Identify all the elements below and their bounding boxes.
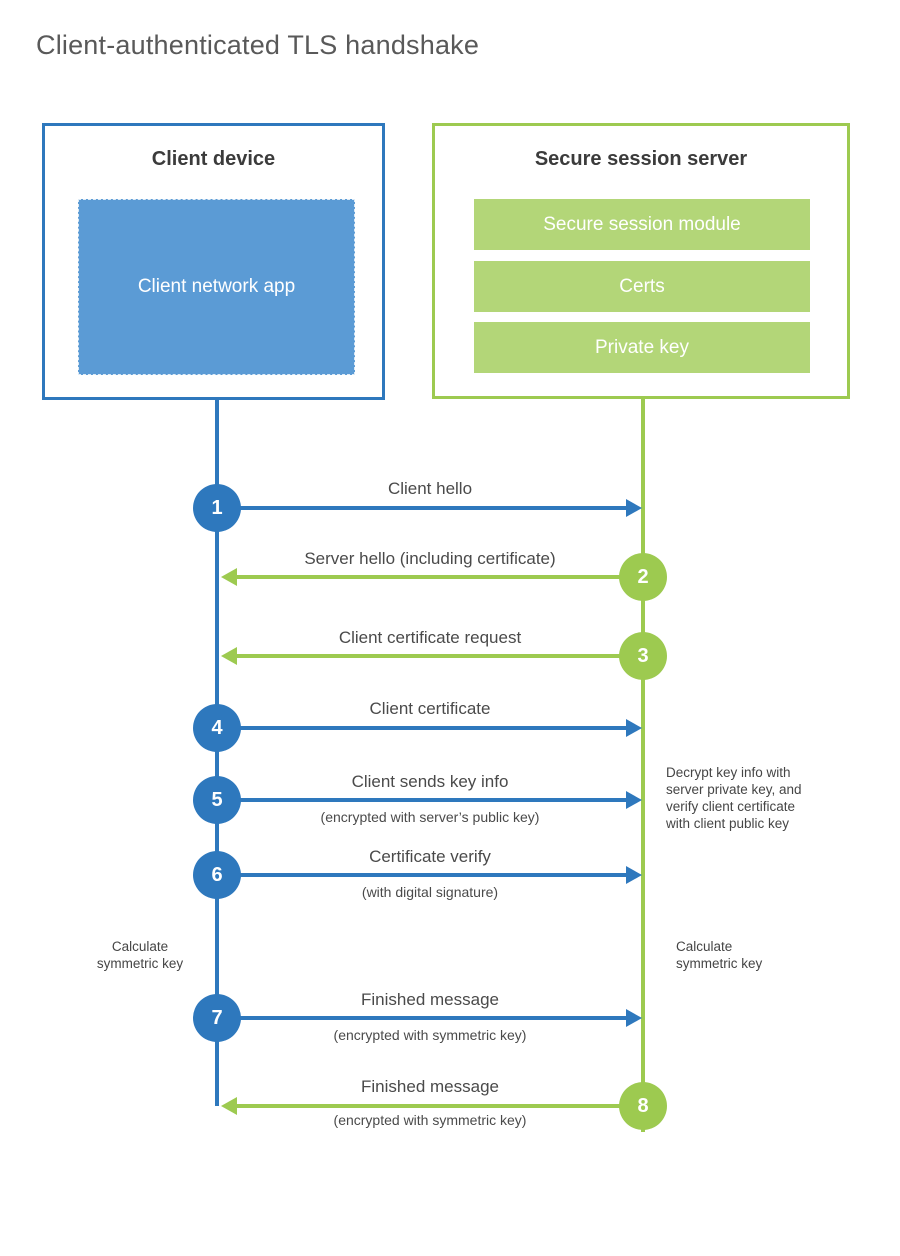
page-title: Client-authenticated TLS handshake	[36, 30, 480, 60]
step-6-badge: 6	[193, 851, 241, 899]
server-lifeline	[641, 399, 645, 1132]
step-6-label: Certificate verify	[369, 847, 491, 866]
client-network-app-box: Client network app	[78, 199, 355, 375]
server-module-private-key: Private key	[474, 322, 810, 373]
step-4-arrowhead-icon	[626, 719, 642, 737]
step-5-label: Client sends key info	[351, 772, 509, 791]
step-8-label: Finished message	[361, 1077, 499, 1096]
step-8-sublabel: (encrypted with symmetric key)	[333, 1112, 527, 1128]
step-4-label: Client certificate	[369, 699, 491, 718]
step-7-label: Finished message	[361, 990, 499, 1009]
step-7-arrow	[236, 1016, 626, 1020]
step-3-arrow	[237, 654, 624, 658]
server-module-secure-session: Secure session module	[474, 199, 810, 250]
step-3-label: Client certificate request	[338, 628, 522, 647]
step-1-badge: 1	[193, 484, 241, 532]
decrypt-note: Decrypt key info with server private key…	[666, 765, 802, 831]
server-module-certs: Certs	[474, 261, 810, 312]
step-5-arrow	[236, 798, 626, 802]
step-1-label: Client hello	[387, 479, 473, 498]
step-7-badge: 7	[193, 994, 241, 1042]
step-8-arrowhead-icon	[221, 1097, 237, 1115]
step-6-arrow	[236, 873, 626, 877]
server-box: Secure session server Secure session mod…	[432, 123, 850, 399]
step-1-arrow	[236, 506, 626, 510]
step-2-arrowhead-icon	[221, 568, 237, 586]
step-4-badge: 4	[193, 704, 241, 752]
step-2-label: Server hello (including certificate)	[304, 549, 556, 568]
calculate-symmetric-key-note-client: Calculate symmetric key	[96, 939, 184, 971]
calculate-symmetric-key-note-server: Calculate symmetric key	[676, 939, 763, 971]
step-8-arrow	[237, 1104, 624, 1108]
step-1-arrowhead-icon	[626, 499, 642, 517]
step-5-arrowhead-icon	[626, 791, 642, 809]
step-7-arrowhead-icon	[626, 1009, 642, 1027]
client-lifeline	[215, 400, 219, 1106]
step-6-sublabel: (with digital signature)	[361, 884, 499, 900]
step-5-sublabel: (encrypted with server’s public key)	[320, 809, 540, 825]
step-6-arrowhead-icon	[626, 866, 642, 884]
step-5-badge: 5	[193, 776, 241, 824]
step-7-sublabel: (encrypted with symmetric key)	[333, 1027, 527, 1043]
server-title: Secure session server	[534, 148, 748, 170]
client-device-box: Client device Client network app	[42, 123, 385, 400]
step-2-badge: 2	[619, 553, 667, 601]
step-3-arrowhead-icon	[221, 647, 237, 665]
step-4-arrow	[236, 726, 626, 730]
client-device-title: Client device	[151, 148, 276, 170]
step-2-arrow	[237, 575, 624, 579]
step-3-badge: 3	[619, 632, 667, 680]
step-8-badge: 8	[619, 1082, 667, 1130]
